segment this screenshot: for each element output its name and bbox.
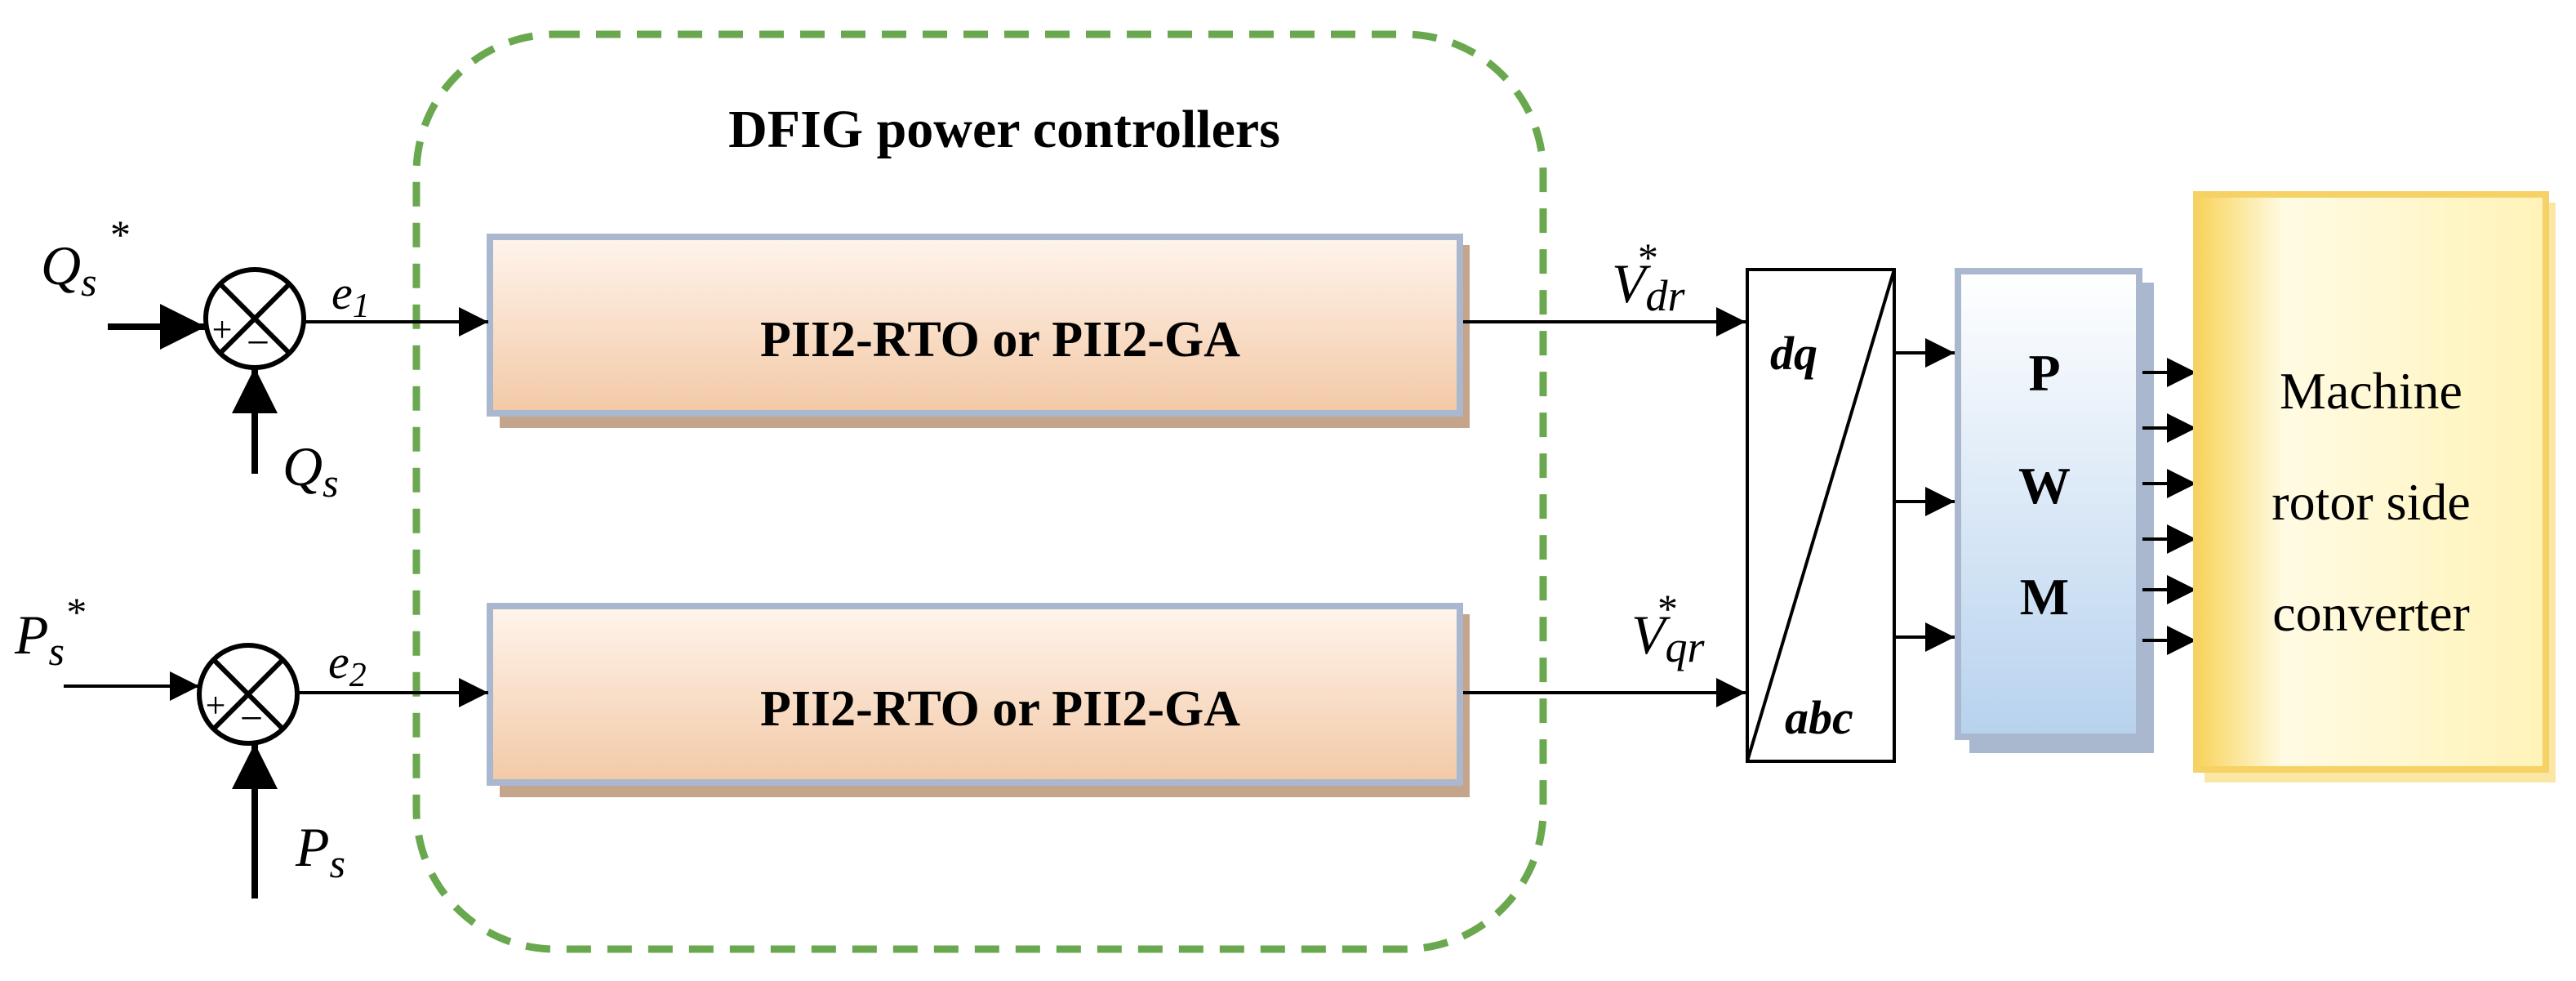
pwm-letter-m: M — [2020, 568, 2069, 626]
controller-block-bottom: PII2-RTO or PII2-GA — [487, 603, 1470, 797]
summing-plus-sign-q: + — [212, 310, 233, 350]
rotor-side-converter-block: Machine rotor side converter — [2193, 191, 2556, 783]
summing-junction-p: + − — [197, 643, 300, 746]
q-meas-label: Qs — [283, 435, 339, 506]
summing-minus-sign-q: − — [247, 319, 269, 365]
controller-block-top: PII2-RTO or PII2-GA — [487, 234, 1470, 428]
dq-abc-transform-block: dq abc — [1746, 268, 1896, 763]
p-meas-label: Ps — [295, 816, 345, 886]
vdr-label: Vdr* — [1612, 234, 1686, 320]
controller-bottom-label: PII2-RTO or PII2-GA — [760, 681, 1240, 737]
summing-junction-q: + − — [203, 267, 306, 370]
vqr-label: Vqr* — [1631, 586, 1706, 671]
q-ref-label: Qs* — [41, 212, 129, 305]
pwm-block: P W M — [1955, 268, 2154, 753]
e2-label: e2 — [328, 635, 367, 694]
pwm-letter-p: P — [2028, 344, 2060, 402]
controllers-group-border — [412, 30, 1547, 953]
converter-line-2: rotor side — [2271, 473, 2471, 531]
controllers-group-title: DFIG power controllers — [728, 100, 1280, 159]
transform-bottom-label: abc — [1785, 691, 1853, 744]
converter-line-3: converter — [2272, 584, 2470, 642]
summing-plus-sign-p: + — [206, 685, 226, 725]
e1-label: e1 — [331, 266, 370, 325]
transform-top-label: dq — [1770, 327, 1817, 380]
controller-top-label: PII2-RTO or PII2-GA — [760, 312, 1240, 368]
converter-line-1: Machine — [2280, 362, 2463, 420]
summing-minus-sign-p: − — [240, 695, 263, 741]
p-ref-label: Ps* — [14, 589, 85, 674]
pwm-letter-w: W — [2018, 457, 2071, 515]
